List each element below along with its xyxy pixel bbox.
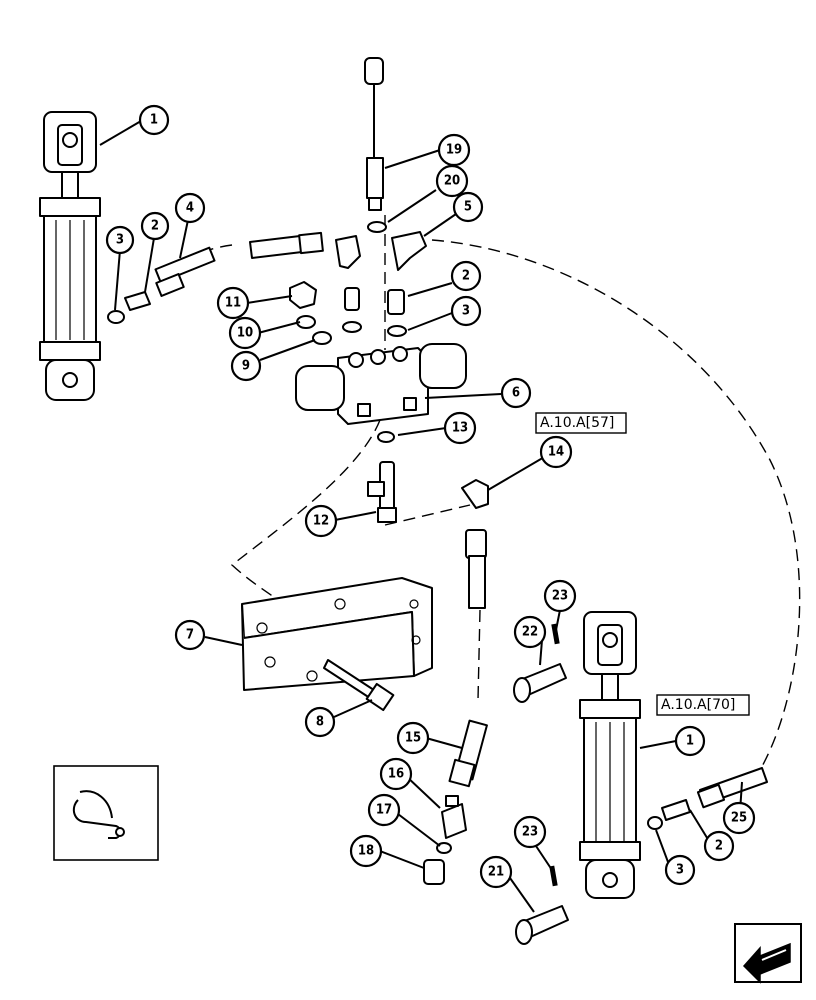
svg-text:12: 12	[313, 514, 329, 529]
callout-15: 15	[396, 721, 430, 755]
svg-text:22: 22	[522, 625, 538, 640]
callout-4: 4	[174, 192, 206, 224]
svg-text:20: 20	[444, 174, 460, 189]
svg-text:A.10.A[70]: A.10.A[70]	[661, 697, 735, 713]
svg-text:18: 18	[358, 844, 374, 859]
svg-text:2: 2	[462, 269, 470, 284]
right-fittings	[647, 767, 768, 830]
pressure-sensor	[364, 57, 387, 233]
svg-text:3: 3	[462, 304, 470, 319]
callout-22: 22	[513, 615, 547, 649]
small-fittings	[107, 281, 407, 345]
svg-text:21: 21	[488, 865, 504, 880]
svg-text:23: 23	[522, 825, 538, 840]
reference-box-lower: A.10.A[70]	[656, 694, 750, 716]
hose-upper	[154, 231, 427, 297]
callout-2b: 2	[450, 260, 482, 292]
callout-3c: 3	[664, 854, 696, 886]
svg-text:8: 8	[316, 715, 324, 730]
cylinder-right	[579, 611, 641, 899]
leader-lines	[99, 120, 743, 913]
callout-7: 7	[174, 619, 206, 651]
reference-box-upper: A.10.A[57]	[535, 412, 627, 434]
callout-17: 17	[367, 793, 401, 827]
cylinder-left	[39, 111, 101, 401]
callout-8: 8	[304, 706, 336, 738]
callout-2a: 2	[140, 211, 170, 241]
callout-1a: 1	[138, 104, 170, 136]
svg-text:A.10.A[57]: A.10.A[57]	[540, 415, 614, 431]
svg-text:25: 25	[731, 811, 747, 826]
svg-text:6: 6	[512, 386, 520, 401]
callout-10: 10	[228, 316, 262, 350]
cable-tie-inset	[53, 765, 159, 861]
callout-1b: 1	[674, 725, 706, 757]
svg-text:14: 14	[548, 445, 564, 460]
callout-12: 12	[304, 504, 338, 538]
mounting-bracket	[241, 577, 433, 712]
control-valve	[295, 343, 467, 443]
callout-19: 19	[437, 133, 471, 167]
callout-23a: 23	[543, 579, 577, 613]
svg-text:13: 13	[452, 421, 468, 436]
callout-11: 11	[216, 286, 250, 320]
svg-text:19: 19	[446, 143, 462, 158]
svg-text:2: 2	[715, 839, 723, 854]
tee-and-elbow	[367, 461, 489, 523]
svg-text:3: 3	[116, 233, 124, 248]
hose-middle	[465, 529, 487, 609]
callout-9: 9	[230, 350, 262, 382]
callout-3a: 3	[105, 225, 135, 255]
svg-text:17: 17	[376, 803, 392, 818]
callout-13: 13	[443, 411, 477, 445]
svg-text:16: 16	[388, 767, 404, 782]
direction-arrow-icon	[734, 923, 802, 984]
lower-fittings	[423, 719, 488, 885]
callout-21: 21	[479, 855, 513, 889]
callout-18: 18	[349, 834, 383, 868]
callout-25: 25	[722, 801, 756, 835]
callout-2c: 2	[703, 830, 735, 862]
svg-text:1: 1	[686, 734, 694, 749]
svg-text:23: 23	[552, 589, 568, 604]
svg-text:11: 11	[225, 296, 241, 311]
pins	[513, 623, 569, 945]
callout-23b: 23	[513, 815, 547, 849]
callout-16: 16	[379, 757, 413, 791]
svg-text:4: 4	[186, 201, 194, 216]
callout-6: 6	[500, 377, 532, 409]
svg-text:10: 10	[237, 326, 253, 341]
callout-3b: 3	[450, 295, 482, 327]
callout-5: 5	[452, 191, 484, 223]
callout-14: 14	[539, 435, 573, 469]
svg-text:15: 15	[405, 731, 421, 746]
svg-text:9: 9	[242, 359, 250, 374]
svg-text:1: 1	[150, 113, 158, 128]
svg-text:3: 3	[676, 863, 684, 878]
svg-text:2: 2	[151, 219, 159, 234]
svg-text:7: 7	[186, 628, 194, 643]
svg-text:5: 5	[464, 200, 472, 215]
callout-20: 20	[435, 164, 469, 198]
